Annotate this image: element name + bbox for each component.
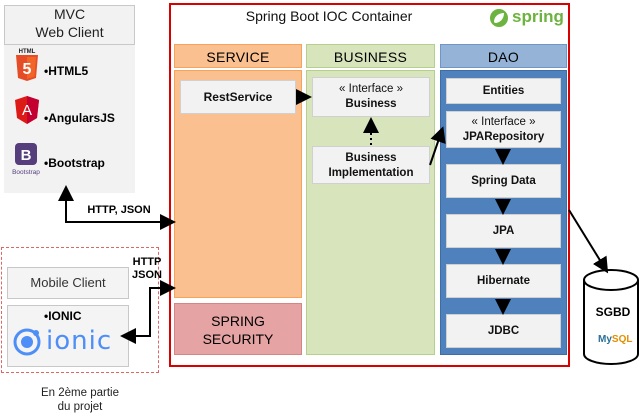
business-interface-box: « Interface » Business <box>312 77 430 117</box>
business-interface-stereotype: « Interface » <box>339 83 403 95</box>
spring-data-box: Spring Data <box>446 164 561 198</box>
business-header: BUSINESS <box>306 44 435 68</box>
mvc-title-line1: MVC <box>53 6 86 22</box>
spring-logo: spring <box>489 7 567 29</box>
angularjs-label: •AngularsJS <box>44 111 115 125</box>
spring-leaf-icon <box>490 9 508 27</box>
svg-text:A: A <box>22 102 32 119</box>
footnote-line2: du projet <box>57 401 103 413</box>
mobile-edge-line1: HTTP <box>132 256 162 268</box>
html5-icon: HTML 5 <box>14 46 40 82</box>
business-implementation-box: Business Implementation <box>312 146 430 184</box>
security-line1: SPRING <box>211 313 265 329</box>
svg-text:HTML: HTML <box>19 49 36 55</box>
mvc-web-client-title: MVC Web Client <box>4 5 135 41</box>
mobile-client-title: Mobile Client <box>7 267 129 299</box>
spring-security-box: SPRING SECURITY <box>174 303 302 355</box>
dao-header: DAO <box>440 44 567 68</box>
mysql-logo-sql: SQL <box>611 334 633 345</box>
ionic-logo-icon <box>12 327 42 357</box>
sgbd-database-icon <box>582 268 640 368</box>
web-to-service-label: HTTP, JSON <box>87 204 151 216</box>
ionic-panel <box>7 305 129 367</box>
jpa-repository-box: « Interface » JPARepository <box>446 111 561 148</box>
spring-logo-text: spring <box>512 7 564 26</box>
hibernate-box: Hibernate <box>446 264 561 298</box>
business-impl-line2: Implementation <box>328 167 414 179</box>
footnote-line1: En 2ème partie <box>41 387 119 399</box>
rest-service-box: RestService <box>180 80 296 114</box>
service-header: SERVICE <box>174 44 302 68</box>
html5-label: •HTML5 <box>44 64 89 78</box>
sgbd-label: SGBD <box>595 305 631 319</box>
entities-box: Entities <box>446 78 561 104</box>
bootstrap-icon: B Bootstrap <box>11 142 43 178</box>
mobile-to-service-label: HTTP JSON <box>129 256 165 282</box>
jdbc-box: JDBC <box>446 314 561 348</box>
ionic-label: •IONIC <box>44 309 82 323</box>
mysql-logo-my: My <box>598 334 612 345</box>
svg-text:5: 5 <box>23 61 32 78</box>
jpa-repository-stereotype: « Interface » <box>471 116 536 128</box>
security-line2: SECURITY <box>202 331 274 347</box>
svg-text:Bootstrap: Bootstrap <box>12 169 40 176</box>
mvc-title-line2: Web Client <box>35 24 104 40</box>
business-interface-name: Business <box>345 98 397 110</box>
angularjs-icon: A <box>14 95 40 125</box>
business-column <box>306 70 435 355</box>
bootstrap-label: •Bootstrap <box>44 156 105 170</box>
jpa-repository-name: JPARepository <box>462 131 545 143</box>
mobile-edge-line2: JSON <box>132 269 162 281</box>
dao-to-sgbd-arrow <box>568 209 609 274</box>
container-title: Spring Boot IOC Container <box>245 8 413 24</box>
jpa-box: JPA <box>446 214 561 248</box>
mysql-logo: MySQL <box>598 334 632 345</box>
mobile-footnote: En 2ème partie du projet <box>0 386 160 414</box>
ionic-logo-text: ionic <box>46 326 113 356</box>
svg-text:B: B <box>21 147 32 164</box>
business-impl-line1: Business <box>345 152 397 164</box>
